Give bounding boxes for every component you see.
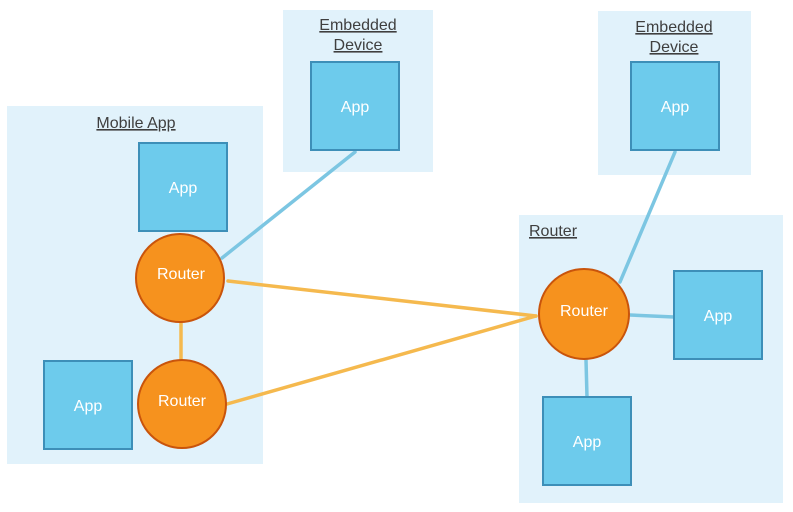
app-box-embedded-right (630, 61, 720, 151)
zone-embedded-device-right-title-line2: Device (650, 39, 699, 56)
link-main-router-to-embedded-b-app (618, 150, 677, 284)
router-circle-mobile-top (135, 233, 225, 323)
app-box-mobile-bottom (43, 360, 133, 450)
app-box-embedded-left (310, 61, 400, 151)
router-node-mobile-top[interactable]: Router (135, 233, 225, 323)
links-layer (179, 150, 677, 406)
app-label-embedded-left: App (341, 99, 370, 116)
app-label-mobile-bottom: App (74, 398, 103, 415)
app-node-mobile-top[interactable]: App (138, 142, 228, 232)
app-box-router-zone-bottom (542, 396, 632, 486)
app-label-embedded-right: App (661, 99, 690, 116)
router-label-mobile-bottom: Router (158, 393, 207, 410)
app-node-embedded-left[interactable]: App (310, 61, 400, 151)
link-mobile-router-top-to-embedded-a-app (220, 150, 357, 260)
app-label-router-zone-bottom: App (573, 434, 602, 451)
router-label-main: Router (560, 303, 609, 320)
app-node-mobile-bottom[interactable]: App (43, 360, 133, 450)
router-node-main[interactable]: Router (538, 268, 630, 360)
app-node-router-zone-bottom[interactable]: App (542, 396, 632, 486)
app-box-mobile-top (138, 142, 228, 232)
router-label-mobile-top: Router (157, 266, 206, 283)
zone-embedded-device-left-title-line1: Embedded (319, 17, 396, 34)
router-node-mobile-bottom[interactable]: Router (137, 359, 227, 449)
link-mobile-router-bottom-to-main-router (225, 314, 538, 406)
link-mobile-router-top-to-main-router (226, 279, 538, 318)
zone-embedded-device-left-title-line2: Device (334, 37, 383, 54)
app-node-embedded-right[interactable]: App (630, 61, 720, 151)
zone-embedded-device-right-title-line1: Embedded (635, 19, 712, 36)
app-label-router-zone-right: App (704, 308, 733, 325)
zone-mobile-app-title: Mobile App (96, 115, 175, 132)
app-label-mobile-top: App (169, 180, 198, 197)
zone-router-title: Router (529, 223, 578, 240)
link-main-router-to-main-app-right (628, 313, 676, 319)
router-circle-main (538, 268, 630, 360)
app-node-router-zone-right[interactable]: App (673, 270, 763, 360)
app-box-router-zone-right (673, 270, 763, 360)
router-circle-mobile-bottom (137, 359, 227, 449)
link-main-router-to-main-app-bottom (584, 358, 589, 399)
